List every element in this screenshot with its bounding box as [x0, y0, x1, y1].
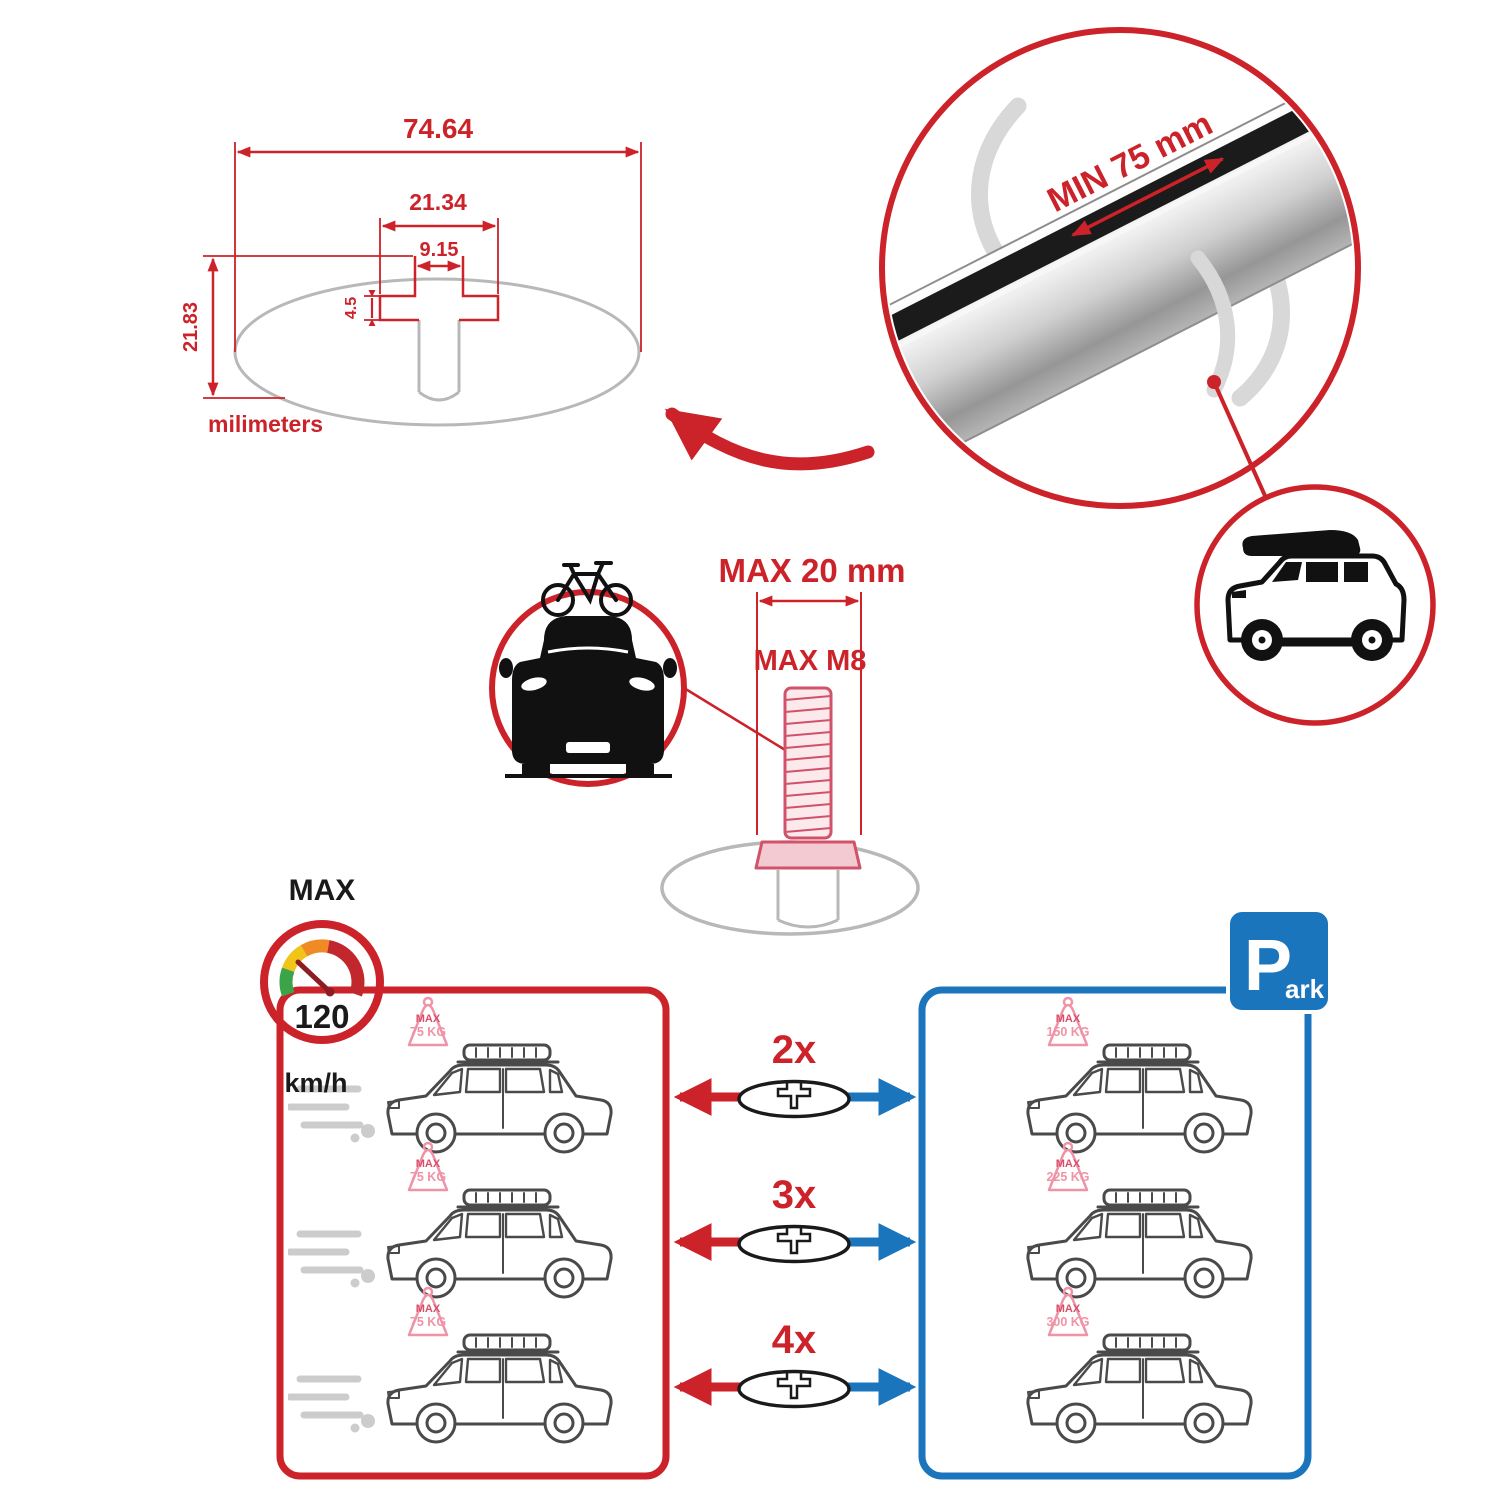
roof-box [1242, 530, 1361, 556]
speed-streaks [290, 1234, 375, 1288]
car-illustration [386, 1043, 613, 1154]
speed-max-label: MAX [289, 874, 356, 907]
dim-9-15: 9.15 [420, 239, 459, 261]
dim-21-83: 21.83 [180, 302, 202, 352]
bolt-threads [784, 695, 832, 833]
speed-streaks [290, 1379, 375, 1433]
suv-roofbox-circle [1194, 484, 1436, 726]
bar-count-label: 3x [772, 1173, 817, 1217]
load-tag-title: MAX [416, 1158, 441, 1170]
suv-headlight [1232, 590, 1246, 598]
car-front-circle [489, 561, 687, 787]
car-illustration [386, 1188, 613, 1299]
profile-stem [417, 320, 461, 402]
load-tag-title: MAX [416, 1013, 441, 1025]
bar-detail-circle: MIN 75 mm [765, 27, 1361, 509]
ext-21-83 [203, 255, 413, 399]
bar-count-label: 4x [772, 1318, 817, 1362]
dim-4-5: 4.5 [343, 297, 360, 319]
load-tag-value: 75 KG [410, 1315, 446, 1329]
load-tag-title: MAX [1056, 1013, 1081, 1025]
callout-arrow-to-profile [664, 407, 875, 471]
ext-74 [234, 142, 642, 352]
load-tag-title: MAX [416, 1303, 441, 1315]
car-front-body [512, 616, 664, 764]
load-tag-value: 300 KG [1046, 1315, 1089, 1329]
profile-dimension-drawing: 74.64 21.34 9.15 4.5 21.83 milimeters [180, 113, 642, 437]
bar-section-icon [737, 1224, 851, 1264]
headlight-left [521, 677, 547, 691]
headlight-right [629, 677, 655, 691]
parked-car-row-3: MAX 300 KG [1026, 1286, 1253, 1444]
ghost-clamp-front [1190, 250, 1236, 398]
dim-74-64: 74.64 [403, 113, 473, 144]
driving-car-row-1: MAX 75 KG [290, 996, 613, 1154]
profile-ellipse [233, 277, 641, 427]
parked-car-row-1: MAX 150 KG [1026, 996, 1253, 1154]
load-tag-value: 75 KG [410, 1170, 446, 1184]
callout-line-bolt [683, 686, 796, 758]
parking-sign-p: P [1244, 926, 1292, 1006]
t-bolt [754, 686, 862, 870]
bolt-ext-lines [756, 592, 862, 835]
parked-car-row-2: MAX 225 KG [1026, 1141, 1253, 1299]
parking-sign: P ark [1226, 908, 1332, 1014]
driving-car-row-2: MAX 75 KG [290, 1141, 613, 1299]
gauge-arcs [279, 939, 365, 997]
load-tag-value: 225 KG [1046, 1170, 1089, 1184]
car-illustration [386, 1333, 613, 1444]
bar-section-icon [737, 1369, 851, 1409]
bolt-thread-label: MAX M8 [754, 645, 867, 677]
suv-circle-outline [1194, 484, 1436, 726]
load-tag-value: 150 KG [1046, 1025, 1089, 1039]
unit-label: milimeters [208, 411, 323, 437]
bar-count-row-3: 4x [673, 1318, 917, 1409]
gauge-circle [260, 920, 384, 1044]
bolt-profile-stem [776, 870, 840, 929]
speed-limit-gauge: MAX 120 km/h [260, 874, 384, 1098]
min-span-arrow [1071, 157, 1225, 237]
bike-icon [541, 561, 633, 617]
bar-count-row-1: 2x [673, 1028, 917, 1119]
connector-line-suv [1212, 381, 1268, 499]
bar-circle-outline [879, 27, 1361, 509]
gauge-needle [295, 959, 333, 995]
load-tag-title: MAX [1056, 1158, 1081, 1170]
load-tag-title: MAX [1056, 1303, 1081, 1315]
crossbar-endcap [765, 346, 882, 506]
license-plate [566, 742, 610, 753]
bar-section-icon [737, 1079, 851, 1119]
parking-sign-ark: ark [1285, 974, 1325, 1004]
bar-count-label: 2x [772, 1028, 817, 1072]
speed-unit: km/h [284, 1068, 347, 1098]
dim-21-34: 21.34 [409, 189, 467, 215]
driving-box [276, 986, 670, 1480]
load-tag-value: 75 KG [410, 1025, 446, 1039]
driving-car-row-3: MAX 75 KG [290, 1286, 613, 1444]
speed-value: 120 [294, 998, 349, 1035]
bolt-dimension-group: MAX 20 mm MAX M8 [660, 552, 920, 936]
bar-count-row-2: 3x [673, 1173, 917, 1264]
bolt-t-head [754, 840, 862, 870]
bolt-max-width-label: MAX 20 mm [718, 552, 905, 589]
